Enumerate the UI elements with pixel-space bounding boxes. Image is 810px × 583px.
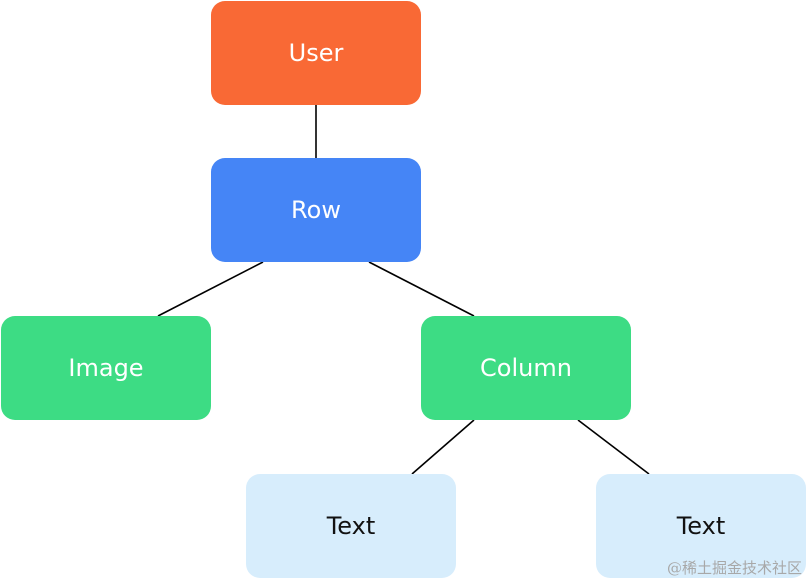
edge-row-column (368, 261, 475, 317)
node-text-1-label: Text (326, 512, 376, 540)
node-column: Column (421, 316, 631, 420)
node-user: User (211, 1, 421, 105)
node-row-label: Row (291, 196, 341, 224)
node-image-label: Image (68, 354, 144, 382)
node-image: Image (1, 316, 211, 420)
edge-column-text-2 (577, 419, 650, 475)
node-text-1: Text (246, 474, 456, 578)
watermark-text: @稀土掘金技术社区 (666, 559, 802, 577)
node-row: Row (211, 158, 421, 262)
node-text-2: Text (596, 474, 806, 578)
node-text-2-label: Text (676, 512, 726, 540)
edge-row-image (157, 261, 264, 317)
node-user-label: User (288, 39, 344, 67)
edge-column-text-1 (411, 419, 475, 475)
node-column-label: Column (480, 354, 572, 382)
